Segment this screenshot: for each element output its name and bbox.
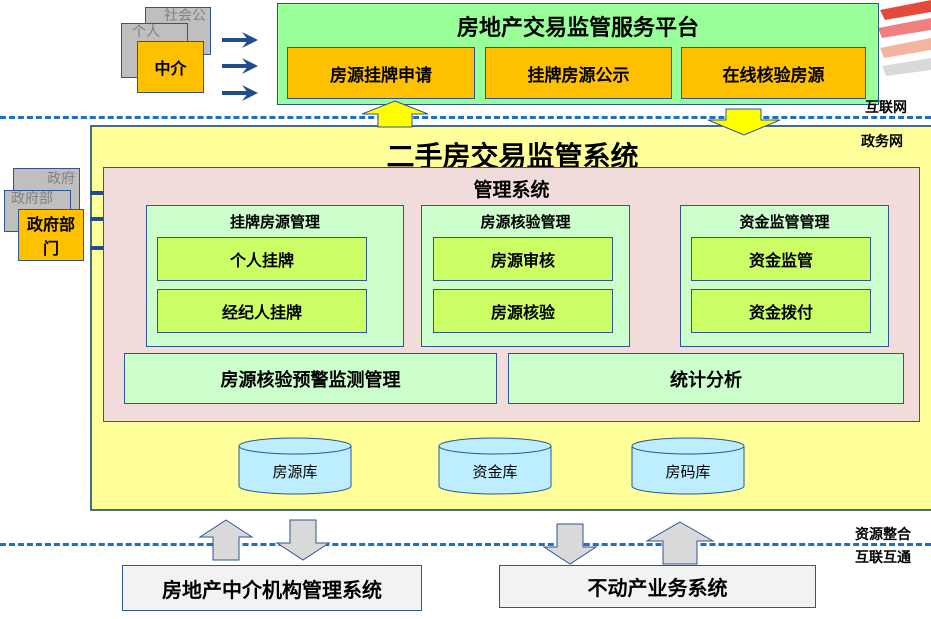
integration-label: 资源整合 <box>855 527 911 543</box>
statistics-module: 统计分析 <box>508 353 904 404</box>
card-label: 政府部 <box>11 191 53 207</box>
module-label: 房源核验预警监测管理 <box>220 369 401 391</box>
database-label: 资金库 <box>472 463 518 481</box>
module-label: 挂牌房源公示 <box>527 65 630 86</box>
input-arrows-icon <box>222 32 258 101</box>
module-online-verification: 在线核验房源 <box>681 47 866 99</box>
down-arrow-icon <box>275 519 331 561</box>
module-label: 房源挂牌申请 <box>330 65 432 86</box>
card-label: 个人 <box>132 24 160 40</box>
card-label: 社会公 <box>164 8 206 24</box>
module-listing-publicity: 挂牌房源公示 <box>485 47 672 99</box>
module-label: 在线核验房源 <box>722 65 825 86</box>
gov-network-label: 政务网 <box>861 134 903 150</box>
item-label: 房源审核 <box>490 251 555 270</box>
panel-title: 房源核验管理 <box>480 213 571 231</box>
up-arrow-icon <box>198 519 254 561</box>
item-personal-listing: 个人挂牌 <box>157 237 367 281</box>
system-label: 房地产中介机构管理系统 <box>162 577 382 602</box>
database-icon <box>238 437 352 495</box>
integration-boundary-line <box>0 543 931 546</box>
warning-monitoring-module: 房源核验预警监测管理 <box>124 353 497 404</box>
up-arrow-icon <box>361 100 429 128</box>
database-label: 房码库 <box>665 463 711 481</box>
database-label: 房源库 <box>272 463 318 481</box>
item-fund-disbursement: 资金拨付 <box>691 289 871 333</box>
item-agent-listing: 经纪人挂牌 <box>157 289 367 333</box>
down-arrow-icon <box>707 108 781 136</box>
item-fund-supervision: 资金监管 <box>691 237 871 281</box>
module-listing-application: 房源挂牌申请 <box>287 47 475 99</box>
database-house-code: 房码库 <box>631 437 745 495</box>
item-label: 资金监管 <box>748 251 813 270</box>
real-estate-business-system: 不动产业务系统 <box>499 565 816 608</box>
system-label: 不动产业务系统 <box>587 576 728 600</box>
item-label: 经纪人挂牌 <box>221 303 302 322</box>
database-funds: 资金库 <box>438 437 552 495</box>
item-label: 房源核验 <box>490 303 555 322</box>
internet-boundary-line <box>0 116 931 119</box>
pencils-decoration-icon <box>878 0 931 76</box>
actor-card-gov-department: 政府部门 <box>18 209 84 261</box>
card-label: 中介 <box>154 59 187 78</box>
down-arrow-icon <box>542 523 598 565</box>
item-label: 个人挂牌 <box>229 251 294 270</box>
management-title: 管理系统 <box>473 179 550 201</box>
actor-card-agency: 中介 <box>137 41 204 93</box>
card-label: 政府 <box>47 171 75 187</box>
internet-label: 互联网 <box>865 100 907 116</box>
card-label: 政府部门 <box>26 215 75 258</box>
database-housing: 房源库 <box>238 437 352 495</box>
panel-title: 挂牌房源管理 <box>229 213 320 231</box>
interconnection-label: 互联互通 <box>855 550 911 566</box>
item-listing-review: 房源审核 <box>433 237 613 281</box>
up-arrow-icon <box>645 521 715 565</box>
platform-title: 房地产交易监管服务平台 <box>456 16 699 41</box>
panel-title: 资金监管管理 <box>739 213 830 231</box>
item-label: 资金拨付 <box>748 303 813 322</box>
database-icon <box>438 437 552 495</box>
database-icon <box>631 437 745 495</box>
agency-management-system: 房地产中介机构管理系统 <box>122 565 422 611</box>
module-label: 统计分析 <box>670 369 742 391</box>
item-listing-verification: 房源核验 <box>433 289 613 333</box>
